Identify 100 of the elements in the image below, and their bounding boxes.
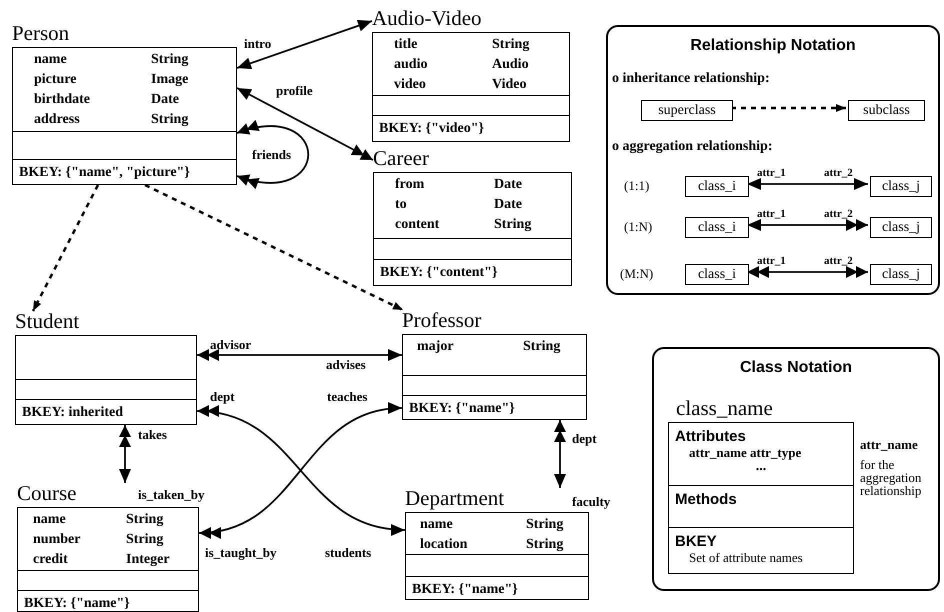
inheritance-arrow <box>32 184 100 312</box>
attribute-name: number <box>33 531 80 549</box>
class-box: class_j <box>870 217 932 238</box>
role-name: teaches <box>327 390 368 404</box>
panel-title: Relationship Notation <box>689 37 857 55</box>
side-note: attr_name <box>860 438 919 451</box>
notation-panel <box>606 25 940 295</box>
attribute-name: attr_name attr_type <box>689 444 802 462</box>
role-name: advises <box>326 358 366 372</box>
attribute-type: String <box>494 216 532 234</box>
attribute-type: String <box>126 531 164 549</box>
section-heading: o inheritance relationship: <box>612 72 770 86</box>
attribute-name: address <box>34 111 80 129</box>
attribute-type: Integer <box>126 551 170 569</box>
association-arrow <box>236 87 374 161</box>
role-name: is_taught_by <box>205 546 277 560</box>
multiplicity-label: (M:N) <box>620 267 654 281</box>
attribute-name: video <box>394 76 426 94</box>
panel-title: Class Notation <box>738 359 853 377</box>
role-name: attr_2 <box>824 166 853 180</box>
attribute-type: String <box>151 111 188 129</box>
key-text: BKEY: inherited <box>22 404 123 422</box>
attribute-name: audio <box>394 56 428 74</box>
attribute-type: String <box>523 338 560 356</box>
section-heading: Methods <box>675 490 737 509</box>
attribute-name: location <box>420 536 468 554</box>
class-box: class_i <box>685 264 749 285</box>
class-name: Course <box>17 481 76 505</box>
role-name: attr_1 <box>757 254 786 268</box>
class-box: class_i <box>685 176 749 197</box>
class-name: Professor <box>402 308 482 332</box>
attribute-type: String <box>126 511 164 529</box>
attribute-name: major <box>417 338 454 356</box>
class-name: Student <box>15 309 80 333</box>
class-box: subclass <box>848 100 925 121</box>
inheritance-arrow <box>731 104 846 112</box>
attribute-type: Date <box>494 176 522 194</box>
key-text: BKEY: {"content"} <box>380 264 498 282</box>
attribute-type: Image <box>151 71 188 89</box>
role-name: friends <box>252 148 291 162</box>
attribute-name: name <box>33 511 66 529</box>
attribute-name: credit <box>33 551 68 569</box>
attribute-name: name <box>34 51 67 69</box>
key-text: BKEY: {"video"} <box>379 120 484 138</box>
multiplicity-label: (1:N) <box>624 220 652 234</box>
role-name: is_taken_by <box>138 488 204 502</box>
key-text: BKEY: {"name"} <box>24 595 130 612</box>
attribute-name: picture <box>34 71 77 89</box>
attribute-name: from <box>395 176 424 194</box>
key-text: BKEY: {"name"} <box>409 400 515 418</box>
attribute-type: String <box>526 536 564 554</box>
section-heading: Attributes <box>675 427 746 446</box>
role-name: attr_1 <box>757 207 786 221</box>
class-name: Department <box>405 486 504 510</box>
role-name: faculty <box>572 495 610 509</box>
attribute-name: ... <box>756 459 766 476</box>
attribute-name: to <box>395 196 407 214</box>
inheritance-arrow <box>144 184 404 312</box>
role-name: intro <box>244 37 272 51</box>
notation-panel <box>652 347 940 591</box>
attribute-type: String <box>492 36 530 54</box>
association-arrow <box>747 178 868 190</box>
key-text: BKEY: {"name", "picture"} <box>19 164 190 182</box>
key-text: BKEY: {"name"} <box>412 581 518 599</box>
class-box: class_j <box>870 176 932 197</box>
attribute-name: title <box>394 36 418 54</box>
association-arrow <box>236 20 372 70</box>
class-name: Audio-Video <box>372 6 482 30</box>
class-name: class_name <box>676 396 773 420</box>
role-name: dept <box>210 390 235 404</box>
association-arrow <box>197 349 402 361</box>
attribute-type: Video <box>492 76 526 94</box>
role-name: profile <box>276 84 313 98</box>
role-name: takes <box>138 428 167 442</box>
class-box: superclass <box>641 100 733 121</box>
class-name: Career <box>373 146 429 170</box>
multiplicity-label: (1:1) <box>624 179 650 193</box>
class-box: class_j <box>870 264 932 285</box>
association-arrow <box>747 219 868 231</box>
description-text: Set of attribute names <box>689 549 803 567</box>
attribute-type: String <box>526 516 564 534</box>
class-name: Person <box>12 21 70 45</box>
association-arrow <box>119 425 131 483</box>
association-arrow <box>554 420 566 488</box>
side-note: for the aggregation relationship <box>860 458 922 497</box>
attribute-name: name <box>420 516 453 534</box>
role-name: students <box>325 546 372 560</box>
attribute-name: content <box>395 216 440 234</box>
attribute-name: birthdate <box>34 91 90 109</box>
attribute-type: String <box>151 51 188 69</box>
role-name: attr_2 <box>824 254 853 268</box>
attribute-type: Audio <box>492 56 529 74</box>
role-name: attr_1 <box>757 166 786 180</box>
role-name: advisor <box>210 338 252 352</box>
section-heading: o aggregation relationship: <box>612 140 772 154</box>
attribute-type: Date <box>494 196 522 214</box>
role-name: dept <box>572 432 597 446</box>
class-box: class_i <box>685 217 749 238</box>
attribute-type: Date <box>151 91 179 109</box>
role-name: attr_2 <box>824 207 853 221</box>
